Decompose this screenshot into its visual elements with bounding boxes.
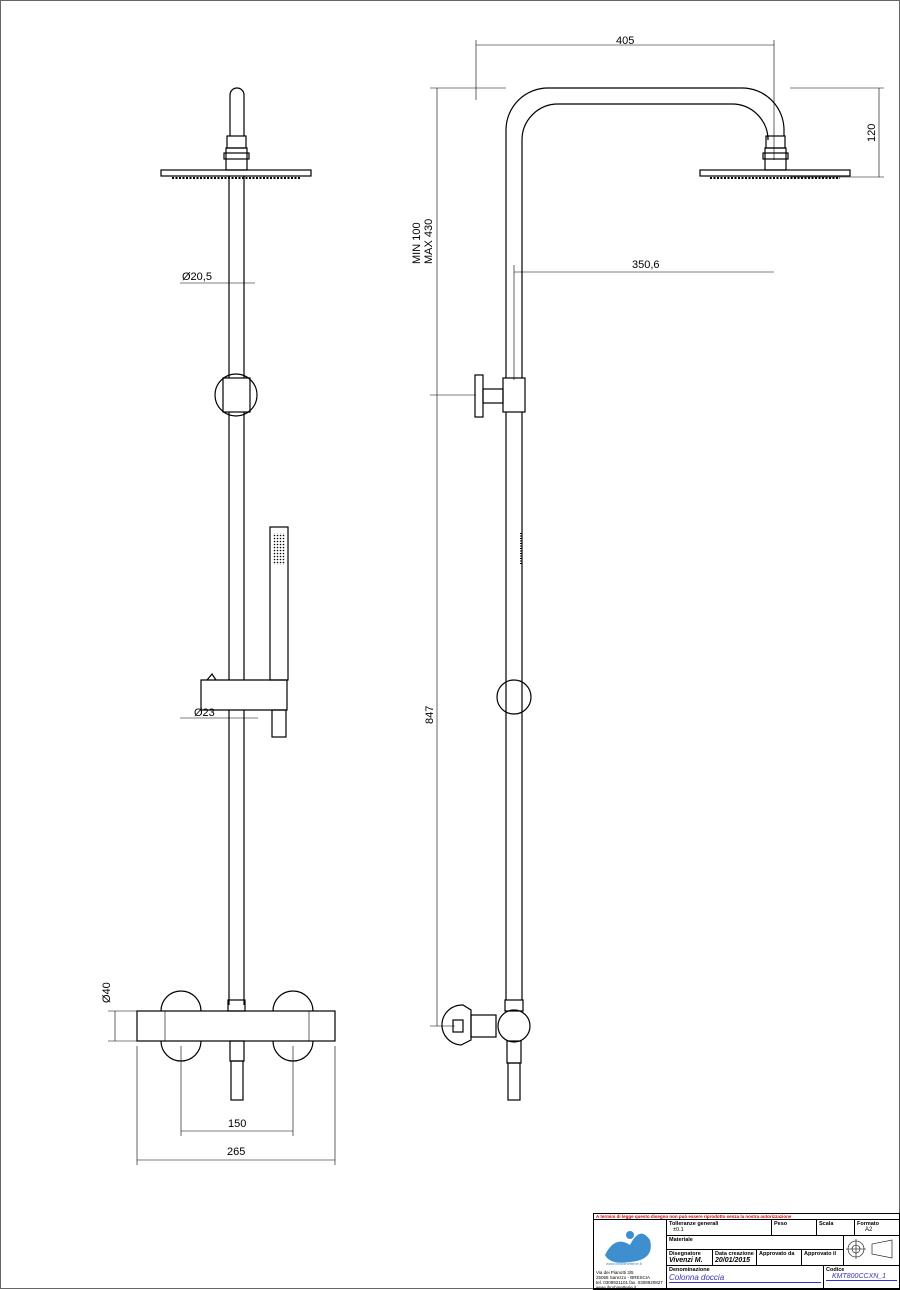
code-value: KMT800CCXN_1 bbox=[826, 1273, 897, 1281]
address-line: tel. 0308921101 fax. 0308920827 bbox=[596, 1280, 663, 1285]
dim-adjust-min: MIN 100 bbox=[411, 222, 423, 264]
dim-head-height: 120 bbox=[866, 124, 878, 142]
tolerance-label: Tolleranze generali bbox=[669, 1221, 719, 1227]
dim-holder-diameter: Ø23 bbox=[194, 707, 215, 719]
tolerance-value: ±0.1 bbox=[673, 1227, 684, 1233]
dim-adjust-max: MAX 430 bbox=[423, 219, 435, 264]
name-label: Denominazione bbox=[669, 1267, 710, 1273]
name-value: Colonna doccia bbox=[669, 1273, 821, 1283]
title-block: A termini di legge questo disegno non pu… bbox=[593, 1213, 900, 1290]
logo-url: www.ibrubinetterie.it bbox=[606, 1261, 642, 1266]
code-label: Codice bbox=[826, 1267, 845, 1273]
dim-arm-projection: 350,6 bbox=[632, 259, 660, 271]
date-value: 20/01/2015 bbox=[715, 1257, 751, 1264]
approved-by-label: Approvato da bbox=[757, 1250, 802, 1266]
address-line: www.ibrubinetterie.it bbox=[596, 1285, 637, 1290]
dim-head-diameter: Ø20,5 bbox=[182, 271, 212, 283]
dim-height: 847 bbox=[424, 706, 436, 724]
company-logo bbox=[605, 1231, 651, 1263]
scale-label: Scala bbox=[817, 1220, 855, 1236]
material-label: Materiale bbox=[667, 1236, 844, 1250]
projection-symbol bbox=[844, 1236, 900, 1266]
dim-arm-length: 405 bbox=[616, 35, 634, 47]
weight-label: Peso bbox=[772, 1220, 817, 1236]
designer-value: Vivenzi M. bbox=[669, 1257, 703, 1264]
side-view: 405 120 MIN 100 MAX 430 350,6 847 bbox=[411, 35, 884, 1101]
address-line: 25068 Sarezzo - BRESCIA bbox=[596, 1275, 651, 1280]
dim-centers: 150 bbox=[228, 1118, 246, 1130]
date-label: Data creazione bbox=[715, 1251, 754, 1257]
format-value: A2 bbox=[865, 1227, 873, 1233]
front-view: Ø20,5 Ø23 Ø40 150 265 bbox=[101, 87, 336, 1165]
dim-mixer-diameter: Ø40 bbox=[101, 982, 113, 1003]
format-label: Formato bbox=[857, 1221, 879, 1227]
address-line: Via dei Pianotti 3/5 bbox=[596, 1270, 634, 1275]
designer-label: Disegnatore bbox=[669, 1251, 701, 1257]
spray-nozzles bbox=[273, 533, 285, 565]
company-logo-block: www.ibrubinetterie.it Via dei Pianotti 3… bbox=[594, 1220, 667, 1290]
dim-mixer-width: 265 bbox=[227, 1146, 245, 1158]
approved-on-label: Approvato il bbox=[802, 1250, 844, 1266]
